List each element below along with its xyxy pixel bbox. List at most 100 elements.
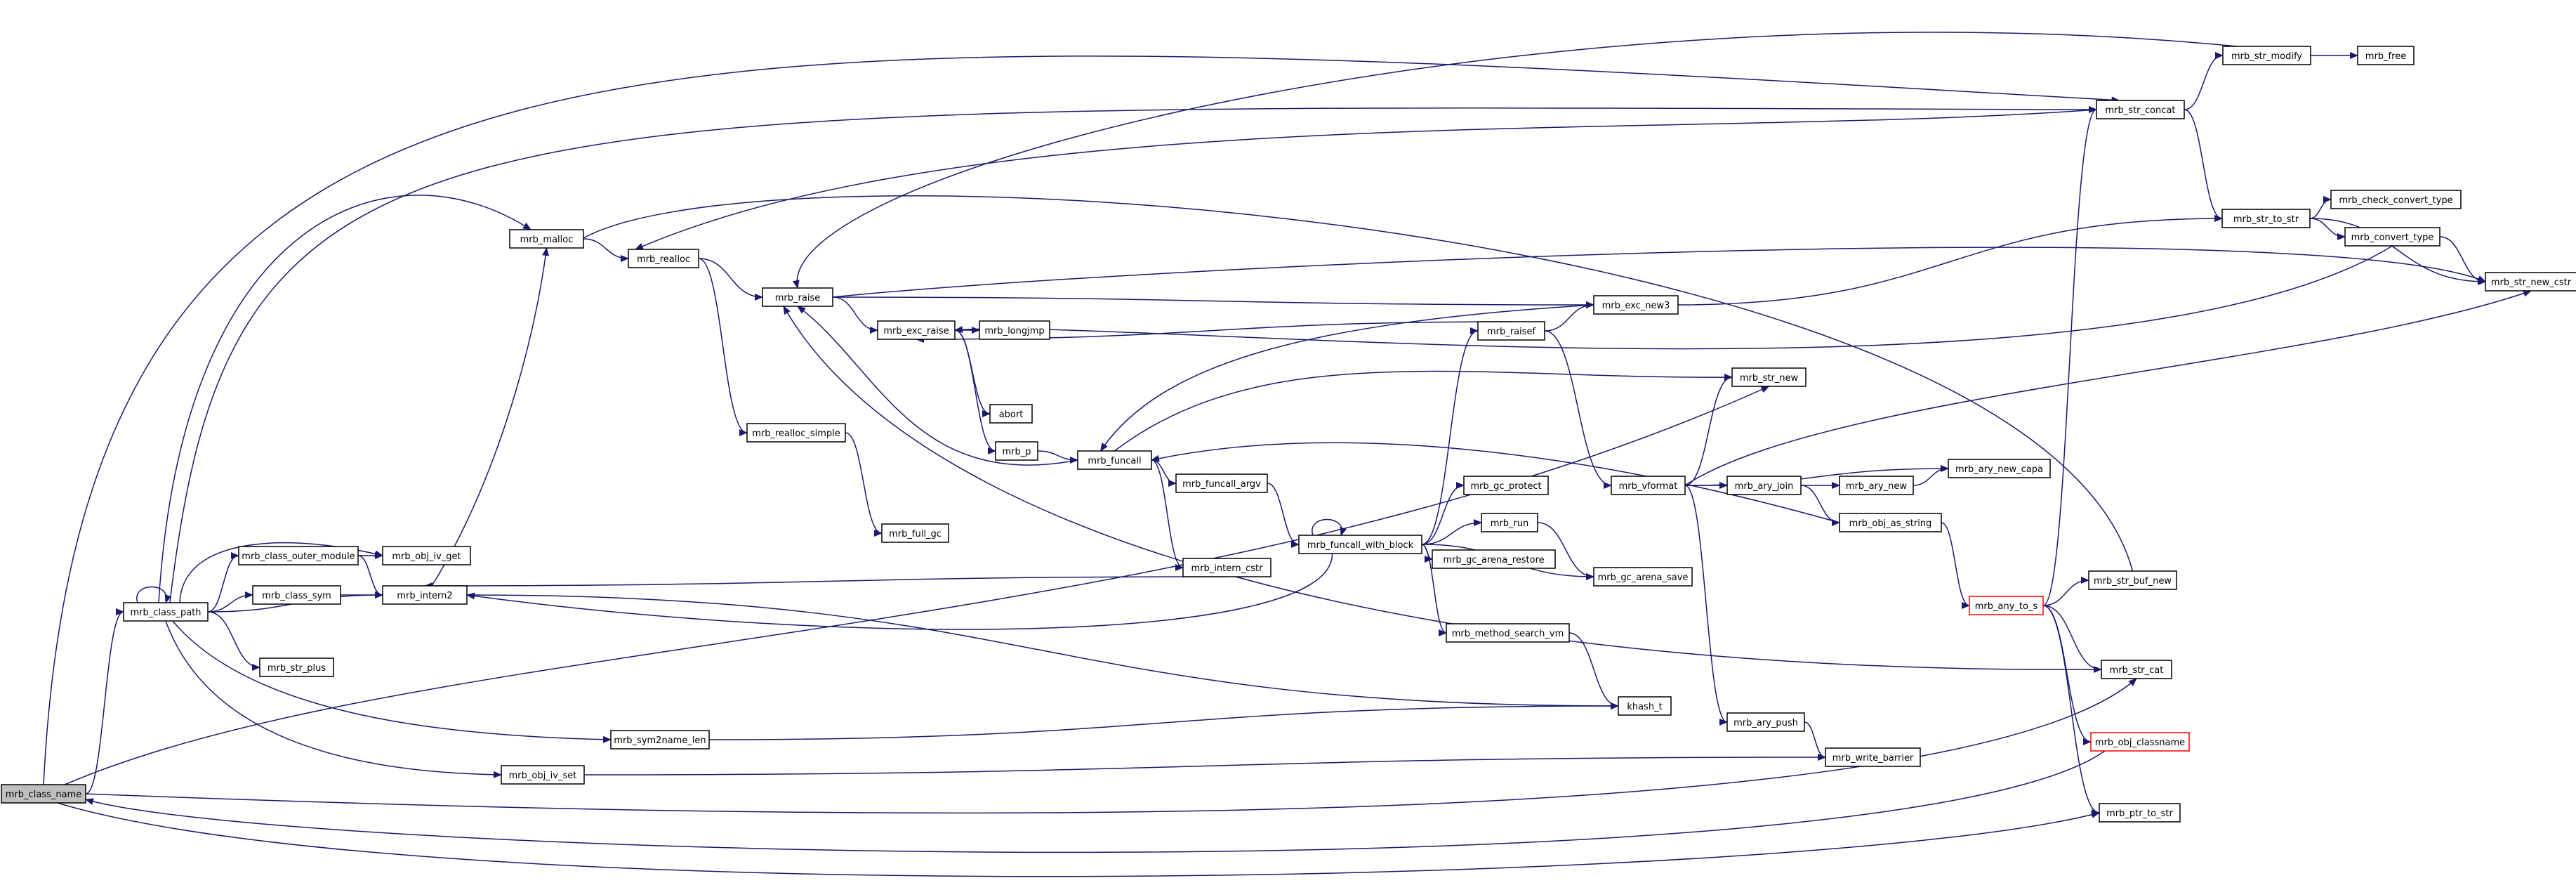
call-edge-mrb_exc_new3-to-mrb_str_to_str xyxy=(1677,215,2223,306)
edge-path xyxy=(158,195,531,603)
node-mrb-class-outer-module[interactable]: mrb_class_outer_module xyxy=(238,546,359,565)
node-label: mrb_funcall_with_block xyxy=(1307,540,1414,551)
node-mrb-str-new[interactable]: mrb_str_new xyxy=(1731,367,1806,387)
call-edge-mrb_obj_iv_set-to-mrb_write_barrier xyxy=(583,754,1826,776)
node-mrb-class-path[interactable]: mrb_class_path xyxy=(123,602,209,622)
node-mrb-str-plus[interactable]: mrb_str_plus xyxy=(259,657,334,677)
node-mrb-realloc[interactable]: mrb_realloc xyxy=(628,249,699,268)
node-box xyxy=(881,523,949,543)
call-edge-mrb_funcall_argv-to-mrb_funcall_with_block xyxy=(1267,483,1300,548)
edge-path xyxy=(169,105,2097,603)
node-khash-t[interactable]: khash_t xyxy=(1618,696,1672,716)
edge-path xyxy=(1941,522,1970,609)
edge-path xyxy=(207,591,253,613)
node-mrb-funcall[interactable]: mrb_funcall xyxy=(1077,450,1152,470)
node-mrb-raisef[interactable]: mrb_raisef xyxy=(1477,321,1545,341)
node-label: mrb_obj_classname xyxy=(2095,738,2185,748)
node-mrb-gc-arena-restore[interactable]: mrb_gc_arena_restore xyxy=(1432,549,1556,569)
node-mrb-any-to-s[interactable]: mrb_any_to_s xyxy=(1969,596,2044,615)
call-edge-mrb_class_name-to-mrb_ptr_to_str xyxy=(57,802,2100,877)
node-box xyxy=(746,423,846,443)
node-mrb-class-name[interactable]: mrb_class_name xyxy=(1,784,86,804)
edge-path xyxy=(165,620,502,778)
edge-path xyxy=(1684,485,1728,726)
node-mrb-sym2name-len[interactable]: mrb_sym2name_len xyxy=(610,730,710,750)
edge-path xyxy=(85,750,2106,853)
node-mrb-str-buf-new[interactable]: mrb_str_buf_new xyxy=(2088,570,2177,590)
call-edge-mrb_raisef-to-mrb_vformat xyxy=(1544,330,1612,489)
node-box xyxy=(1477,321,1545,341)
node-label: mrb_check_convert_type xyxy=(2339,195,2452,206)
edge-path xyxy=(1114,370,1733,452)
edge-path xyxy=(1544,330,1612,489)
node-box xyxy=(1726,476,1802,495)
node-mrb-str-concat[interactable]: mrb_str_concat xyxy=(2096,100,2185,119)
node-mrb-intern-cstr[interactable]: mrb_intern_cstr xyxy=(1182,558,1272,577)
node-mrb-class-sym[interactable]: mrb_class_sym xyxy=(252,585,341,605)
edge-path xyxy=(2042,577,2089,606)
node-label: mrb_free xyxy=(2365,51,2406,62)
node-label: mrb_p xyxy=(1002,447,1031,457)
node-label: mrb_gc_arena_restore xyxy=(1443,555,1544,565)
node-mrb-str-modify[interactable]: mrb_str_modify xyxy=(2222,46,2311,65)
node-mrb-obj-iv-set[interactable]: mrb_obj_iv_set xyxy=(501,765,585,785)
node-label: mrb_raise xyxy=(775,293,820,303)
node-mrb-str-new-cstr[interactable]: mrb_str_new_cstr xyxy=(2485,272,2576,292)
node-mrb-ary-push[interactable]: mrb_ary_push xyxy=(1726,712,1805,732)
node-mrb-ptr-to-str[interactable]: mrb_ptr_to_str xyxy=(2099,803,2181,823)
node-box xyxy=(762,287,833,307)
node-mrb-intern2[interactable]: mrb_intern2 xyxy=(382,585,468,605)
call-edge-mrb_class_path-to-mrb_obj_iv_set xyxy=(165,620,502,778)
node-mrb-str-cat[interactable]: mrb_str_cat xyxy=(2101,660,2172,679)
node-mrb-ary-new-capa[interactable]: mrb_ary_new_capa xyxy=(1948,459,2051,478)
node-mrb-run[interactable]: mrb_run xyxy=(1481,513,1538,532)
edge-path xyxy=(357,555,383,598)
node-mrb-vformat[interactable]: mrb_vformat xyxy=(1611,476,1686,495)
node-mrb-obj-classname[interactable]: mrb_obj_classname xyxy=(2090,732,2190,752)
node-mrb-exc-new3[interactable]: mrb_exc_new3 xyxy=(1593,295,1679,315)
node-mrb-obj-as-string[interactable]: mrb_obj_as_string xyxy=(1839,513,1942,532)
node-label: mrb_class_sym xyxy=(262,591,331,601)
node-label: mrb_intern2 xyxy=(397,591,452,601)
node-mrb-full-gc[interactable]: mrb_full_gc xyxy=(881,523,949,543)
node-box xyxy=(2090,732,2190,752)
edge-path xyxy=(207,552,239,613)
call-edge-mrb_class_name-to-mrb_class_path xyxy=(85,608,124,794)
function-nodes: mrb_class_name mrb_class_path mrb_class_ou… xyxy=(1,46,2576,823)
node-label: mrb_run xyxy=(1491,518,1529,529)
node-mrb-gc-protect[interactable]: mrb_gc_protect xyxy=(1463,476,1549,495)
node-mrb-convert-type[interactable]: mrb_convert_type xyxy=(2344,227,2440,247)
node-label: mrb_gc_arena_save xyxy=(1598,572,1689,583)
node-box xyxy=(1948,459,2051,478)
node-label: mrb_realloc_simple xyxy=(752,428,840,439)
node-mrb-method-search-vm[interactable]: mrb_method_search_vm xyxy=(1446,623,1570,643)
node-box xyxy=(2096,100,2185,119)
call-edge-mrb_obj_as_string-to-mrb_any_to_s xyxy=(1941,522,1970,609)
node-mrb-funcall-with-block[interactable]: mrb_funcall_with_block xyxy=(1298,535,1422,554)
node-mrb-obj-iv-get[interactable]: mrb_obj_iv_get xyxy=(382,546,471,565)
node-mrb-check-convert-type[interactable]: mrb_check_convert_type xyxy=(2330,190,2462,209)
node-mrb-realloc-simple[interactable]: mrb_realloc_simple xyxy=(746,423,846,443)
node-mrb-longjmp[interactable]: mrb_longjmp xyxy=(979,320,1050,340)
edge-path xyxy=(797,306,1078,466)
node-mrb-ary-new[interactable]: mrb_ary_new xyxy=(1839,476,1914,495)
node-box xyxy=(628,249,699,268)
node-mrb-gc-arena-save[interactable]: mrb_gc_arena_save xyxy=(1593,567,1693,587)
node-mrb-funcall-argv[interactable]: mrb_funcall_argv xyxy=(1175,473,1268,493)
node-abort[interactable]: abort xyxy=(989,404,1033,424)
call-edge-mrb_funcall-to-mrb_funcall_argv xyxy=(1151,459,1177,487)
edge-path xyxy=(583,754,1826,776)
node-mrb-free[interactable]: mrb_free xyxy=(2357,46,2415,65)
node-mrb-raise[interactable]: mrb_raise xyxy=(762,287,833,307)
node-mrb-str-to-str[interactable]: mrb_str_to_str xyxy=(2221,209,2311,228)
node-mrb-ary-join[interactable]: mrb_ary_join xyxy=(1726,476,1802,495)
node-box xyxy=(2101,660,2172,679)
call-edge-mrb_ary_new-to-mrb_ary_new_capa xyxy=(1913,465,1949,486)
node-mrb-p[interactable]: mrb_p xyxy=(995,441,1038,461)
node-mrb-exc-raise[interactable]: mrb_exc_raise xyxy=(877,320,956,340)
node-mrb-malloc[interactable]: mrb_malloc xyxy=(509,229,584,249)
call-edge-mrb_funcall-to-mrb_raise xyxy=(797,306,1078,466)
node-mrb-write-barrier[interactable]: mrb_write_barrier xyxy=(1825,747,1921,767)
node-box xyxy=(1618,696,1672,716)
